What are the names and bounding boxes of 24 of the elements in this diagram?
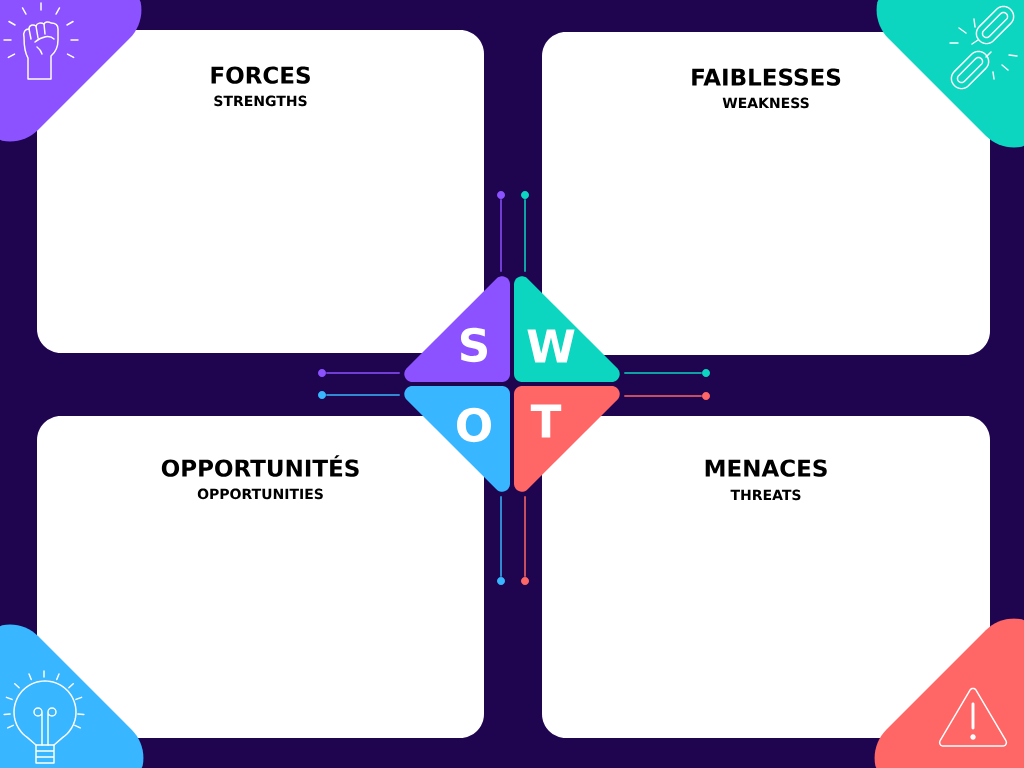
connector-line — [524, 198, 526, 273]
card-subheading: THREATS — [730, 489, 801, 501]
connector-line — [623, 395, 703, 397]
letter-tile — [514, 276, 620, 382]
card-subheading: STRENGTHS — [214, 95, 307, 107]
connector-line — [325, 372, 401, 374]
card-heading: FAIBLESSES — [692, 68, 841, 86]
card-heading: FORCES — [211, 66, 310, 84]
connector-line — [500, 198, 502, 273]
card-subheading: WEAKNESS — [722, 97, 809, 109]
connector-line — [623, 372, 703, 374]
card-subheading: OPPORTUNITIES — [197, 488, 323, 500]
tile-letter: W — [527, 329, 575, 363]
letter-tile — [404, 276, 510, 382]
card-heading: MENACES — [705, 459, 827, 477]
tile-letter: T — [530, 404, 562, 438]
letter-tile — [404, 386, 510, 492]
tile-letter: S — [460, 327, 487, 363]
connector-line — [500, 495, 502, 578]
letter-tile — [514, 386, 620, 492]
card-heading: OPPORTUNITÉS — [161, 455, 359, 477]
connector-line — [325, 394, 401, 396]
connector-line — [524, 495, 526, 578]
tile-letter: O — [457, 407, 491, 443]
